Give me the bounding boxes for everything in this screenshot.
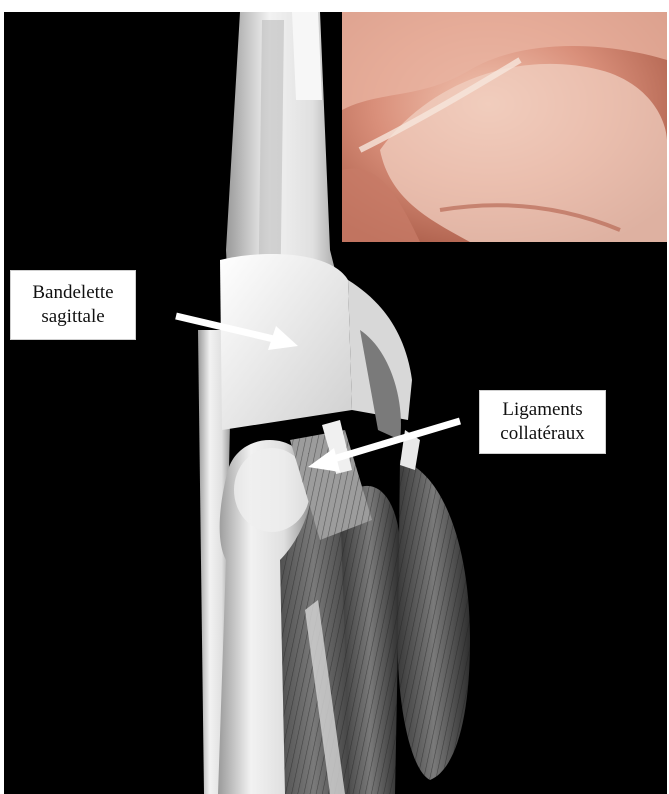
label-sagittal-line1: Bandelette <box>11 281 135 305</box>
label-collateral-line2: collatéraux <box>480 422 605 446</box>
label-sagittal-line2: sagittale <box>11 305 135 329</box>
label-collateral-ligaments: Ligaments collatéraux <box>479 390 606 454</box>
label-collateral-line1: Ligaments <box>480 398 605 422</box>
surgical-photo-inset <box>342 12 667 242</box>
label-sagittal-band: Bandelette sagittale <box>10 270 136 340</box>
